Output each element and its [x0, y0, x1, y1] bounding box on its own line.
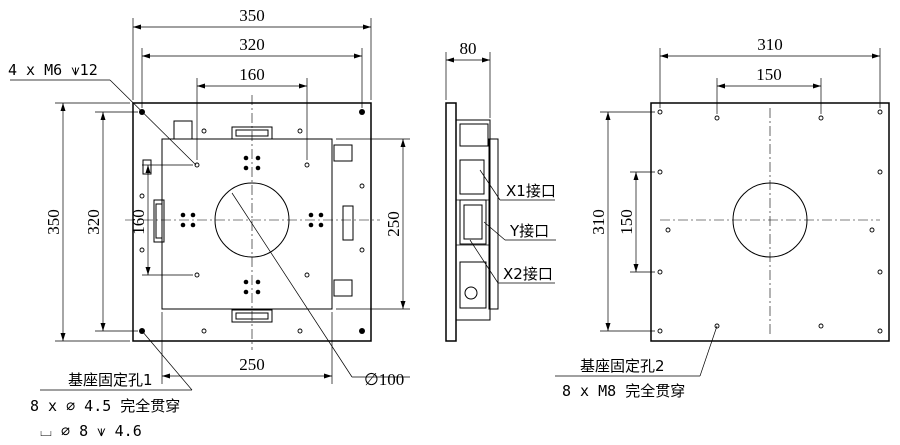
dim-mount-spacing: 320 — [239, 35, 265, 54]
dim-base-width: 310 — [757, 35, 783, 54]
connector-right-upper — [333, 144, 353, 162]
dim-left-height: 160 — [129, 209, 148, 235]
dim-base-left-spacing: 150 — [617, 209, 636, 235]
hole-pattern-right — [308, 212, 324, 228]
label-y-port: Y接口 — [509, 222, 549, 240]
side-x2-connector — [459, 261, 487, 309]
thread-hole — [194, 162, 200, 168]
dim-base-height: 310 — [589, 209, 608, 235]
connector-top-left — [173, 120, 193, 140]
label-x1-port: X1接口 — [506, 182, 556, 200]
side-view: 80 X1接口 Y接口 X2接口 — [445, 39, 556, 342]
connector-left — [142, 159, 152, 175]
top-rail-slot — [235, 129, 269, 137]
hole-pattern-bottom — [243, 279, 261, 295]
side-stage-plate — [488, 138, 499, 310]
base-view-outline — [650, 102, 890, 342]
mount-hole — [359, 109, 365, 115]
mount-hole — [359, 328, 365, 334]
hole-pattern-left — [180, 212, 196, 228]
top-view: 350 320 160 350 320 160 250 250 ∅100 4 x… — [8, 6, 410, 440]
side-x2-port — [464, 286, 478, 300]
callout-thread-holes: 4 x M6 ⩛12 — [8, 61, 98, 79]
bottom-rail-slot — [235, 312, 269, 320]
base-hole-2-line1: 8 x M8 完全贯穿 — [562, 382, 685, 400]
dim-base-top-spacing: 150 — [756, 65, 782, 84]
base-view-holes — [657, 109, 883, 334]
dim-overall-height: 350 — [44, 209, 63, 235]
base-hole-2-title: 基座固定孔2 — [580, 357, 665, 375]
thread-hole — [304, 272, 310, 278]
side-x1-connector — [459, 159, 485, 195]
side-motor-top — [459, 123, 489, 147]
left-rail-slot — [155, 203, 163, 239]
hole-pattern-top — [243, 155, 261, 171]
base-holes — [139, 128, 365, 334]
base-hole-1-title: 基座固定孔1 — [68, 371, 153, 389]
base-hole-1-line1: 8 x ∅ 4.5 完全贯穿 — [30, 397, 180, 415]
side-body — [455, 119, 491, 321]
base-view: 310 150 310 150 基座固定孔2 8 x M8 完全贯穿 — [555, 35, 890, 400]
side-base-plate — [445, 102, 457, 342]
dim-right-height: 250 — [384, 211, 403, 237]
dim-mount-height: 320 — [84, 209, 103, 235]
label-x2-port: X2接口 — [503, 265, 553, 283]
thread-hole — [304, 162, 310, 168]
bottom-rail-block — [231, 309, 273, 323]
side-y-connector-inner — [463, 204, 483, 240]
base-hole-1-line2: ⌴ ∅ 8 ⩛ 4.6 — [40, 422, 142, 440]
dim-center-hole: ∅100 — [364, 370, 404, 389]
right-rail-block — [342, 205, 354, 241]
connector-right-lower — [333, 279, 353, 297]
dim-side-thickness: 80 — [460, 39, 477, 58]
dim-bottom-width: 250 — [239, 355, 265, 374]
thread-hole — [194, 272, 200, 278]
left-rail-block — [153, 199, 165, 243]
top-rail-block — [231, 126, 273, 140]
dim-top-spacing: 160 — [239, 65, 265, 84]
dim-overall-width: 350 — [239, 6, 265, 25]
